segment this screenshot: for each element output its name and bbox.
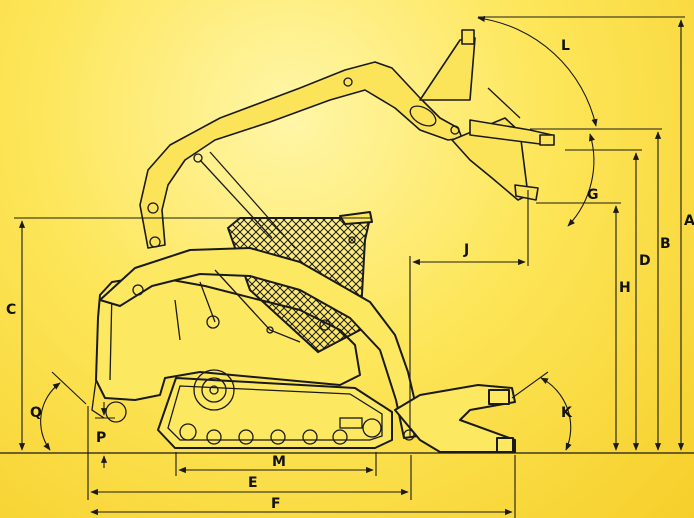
dimension-a xyxy=(478,16,685,451)
label-j: J xyxy=(463,242,469,258)
dimension-c xyxy=(14,217,372,451)
label-h: H xyxy=(619,280,631,296)
label-l: L xyxy=(561,38,570,54)
dimension-e xyxy=(87,406,412,500)
raised-bucket-dumped xyxy=(451,87,539,201)
bucket-lowered xyxy=(394,384,516,453)
label-b: B xyxy=(660,236,671,252)
label-f: F xyxy=(271,496,281,512)
label-m: M xyxy=(272,454,286,470)
label-d: D xyxy=(639,253,651,269)
track-undercarriage xyxy=(157,369,393,449)
dimension-g xyxy=(567,133,595,227)
dimension-k xyxy=(511,371,572,451)
label-e: E xyxy=(248,475,258,491)
label-q: Q xyxy=(30,405,42,421)
label-k: K xyxy=(561,405,573,421)
label-c: C xyxy=(6,302,16,318)
dimension-p xyxy=(95,402,115,468)
dimension-l xyxy=(477,15,598,127)
dimension-h xyxy=(536,202,621,451)
dimension-f xyxy=(90,455,516,518)
dimension-m xyxy=(175,452,377,476)
dimension-d xyxy=(565,149,642,451)
dimension-j xyxy=(409,190,529,436)
label-p: P xyxy=(96,430,106,446)
label-a: A xyxy=(684,213,694,229)
dimension-b xyxy=(530,128,662,451)
dimension-q xyxy=(40,371,87,451)
label-g: G xyxy=(587,187,599,203)
